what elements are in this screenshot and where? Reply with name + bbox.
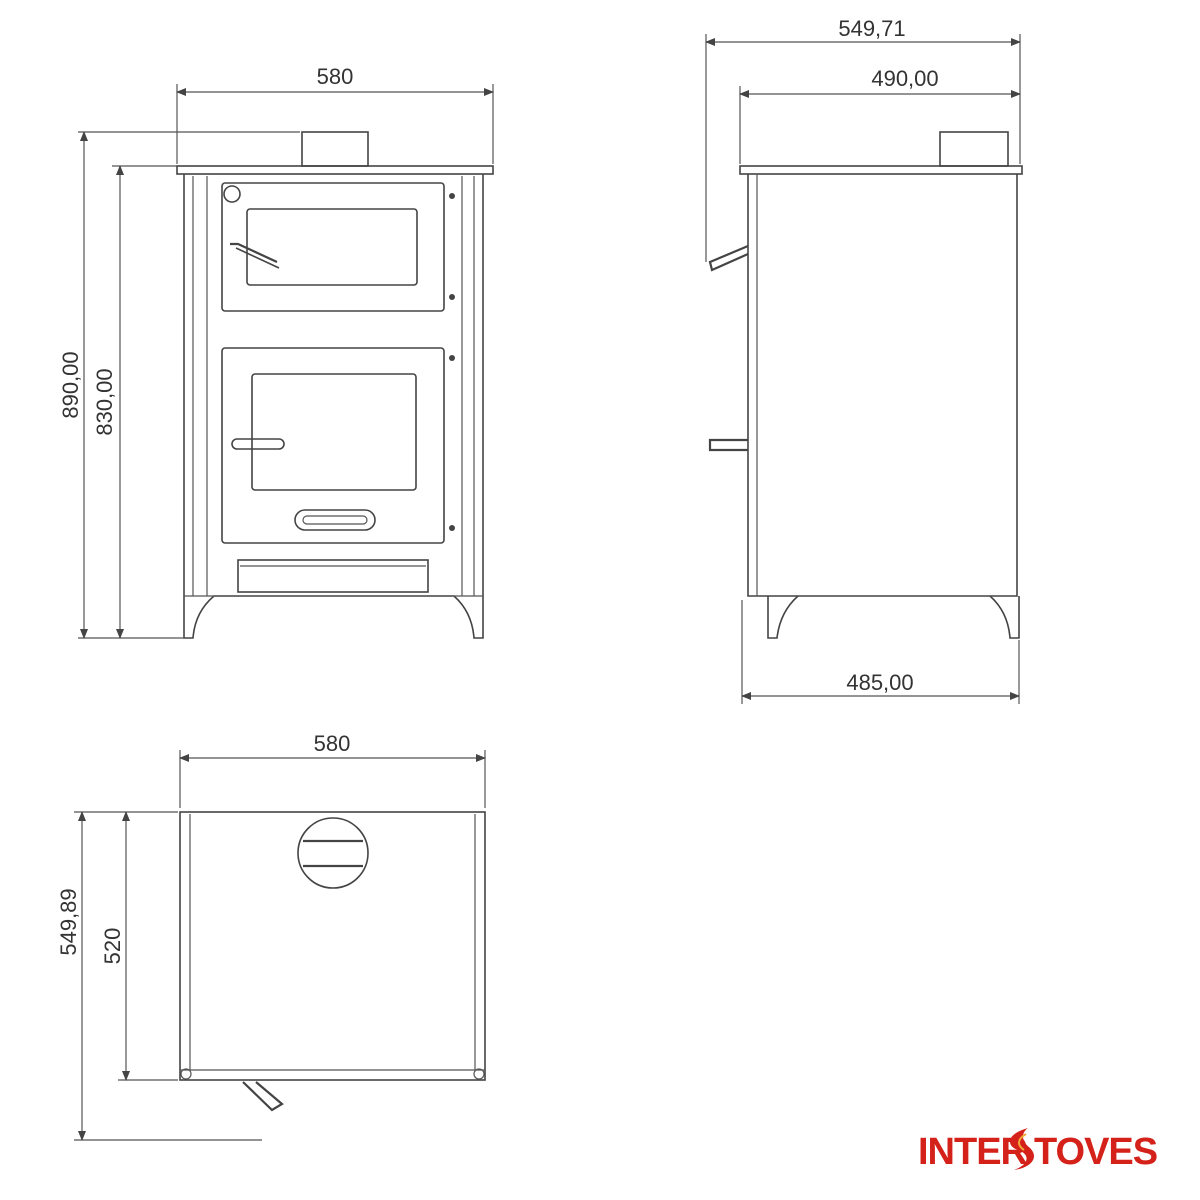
firebox-handle <box>231 438 285 450</box>
front-flue-collar <box>301 131 369 167</box>
flue-opening <box>297 817 369 889</box>
front-dimensions: 580 890,00 830,00 <box>58 64 494 639</box>
dim-top-depth-total: 549,89 <box>56 888 81 955</box>
front-body <box>183 174 484 639</box>
oven-handle <box>230 242 278 263</box>
dim-front-height-total: 890,00 <box>58 351 83 418</box>
dim-top-depth-body: 520 <box>100 928 125 965</box>
front-top-plate <box>176 165 494 175</box>
top-view-handle <box>242 1081 284 1112</box>
side-leg-front <box>767 595 799 639</box>
dim-front-width: 580 <box>317 64 354 89</box>
dim-side-depth-base: 485,00 <box>846 670 913 695</box>
firebox-door <box>221 347 445 544</box>
side-body <box>747 174 1018 597</box>
interstoves-logo: INTER TOVES <box>918 1128 1158 1173</box>
ash-drawer <box>237 559 429 593</box>
dim-side-depth-total: 549,71 <box>838 16 905 41</box>
side-top-plate <box>739 165 1023 175</box>
logo-text-inter: INTER <box>918 1131 1028 1173</box>
front-view <box>176 131 494 639</box>
top-view <box>179 811 486 1112</box>
thermometer-icon <box>223 185 241 203</box>
dim-front-height-body: 830,00 <box>92 368 117 435</box>
logo-text-toves: TOVES <box>1034 1131 1157 1173</box>
side-flue-collar <box>939 131 1009 167</box>
top-dimensions: 580 549,89 520 <box>56 731 486 1141</box>
top-body <box>179 811 486 1081</box>
air-vent <box>294 509 376 531</box>
firebox-window <box>251 373 417 491</box>
dim-side-depth-top: 490,00 <box>871 66 938 91</box>
oven-door <box>221 182 445 312</box>
side-firebox-handle <box>708 438 748 452</box>
side-oven-handle <box>708 244 749 272</box>
side-dimensions: 549,71 490,00 485,00 <box>705 16 1021 704</box>
side-leg-back <box>989 595 1020 639</box>
side-view <box>708 131 1023 639</box>
dim-top-width: 580 <box>314 731 351 756</box>
oven-window <box>246 208 418 286</box>
